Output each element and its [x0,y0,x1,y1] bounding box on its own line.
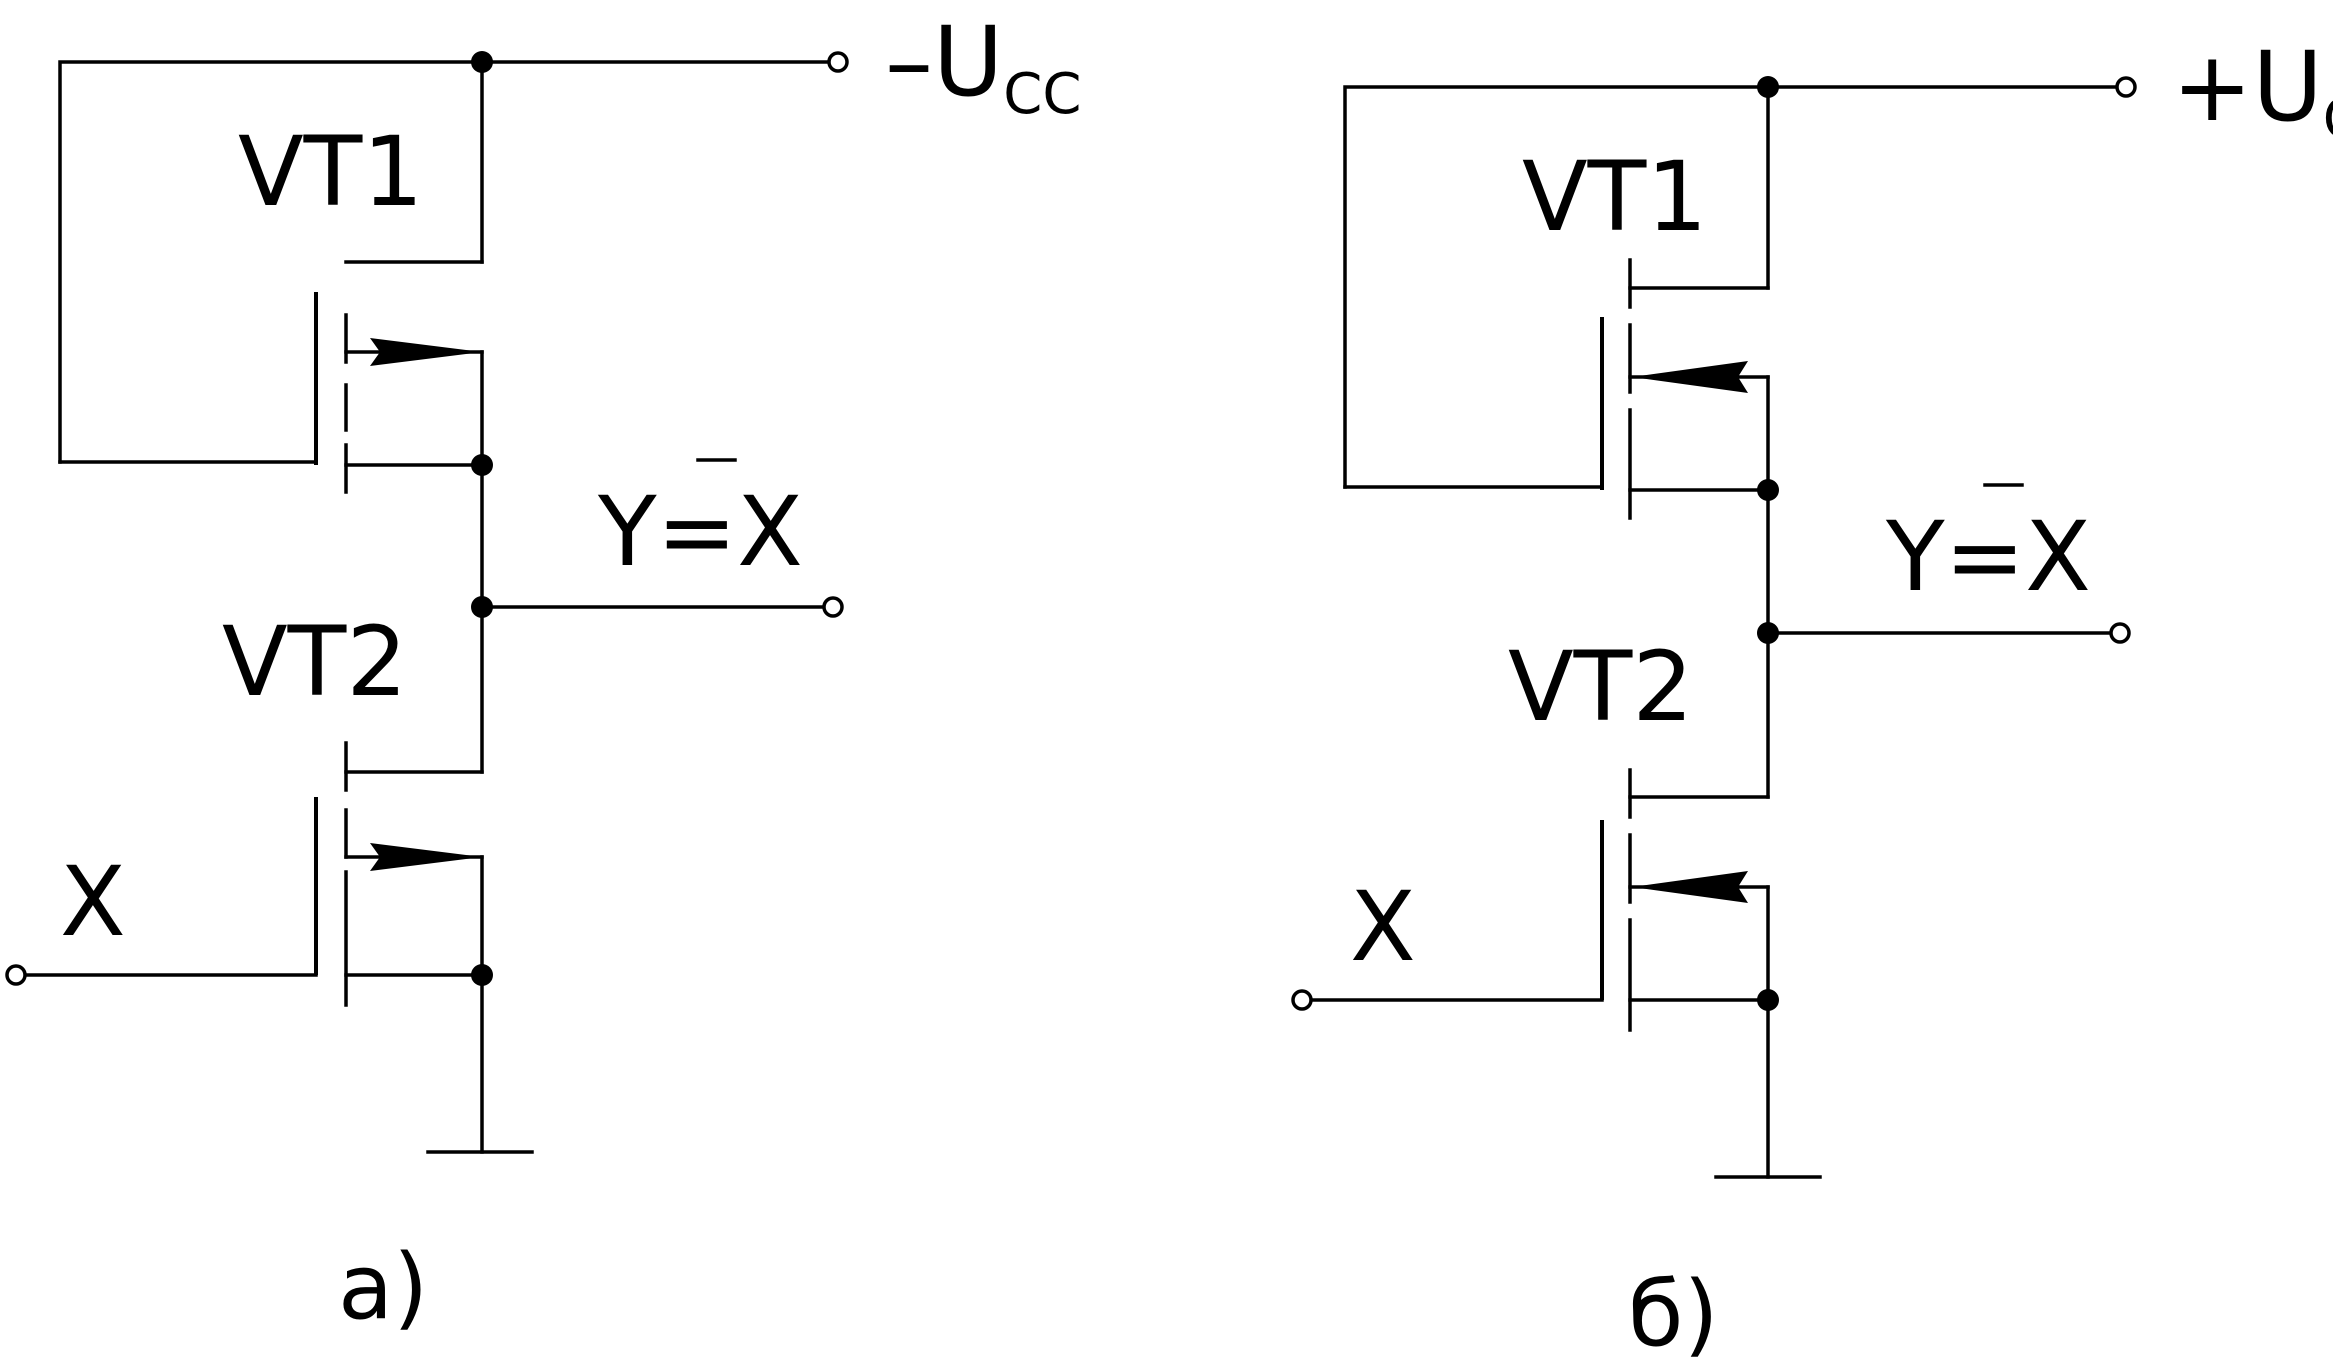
a-caption: a) [338,1235,428,1340]
a-vt2-transistor [314,741,484,1007]
b-vt1-label: VT1 [1522,141,1707,253]
a-output-terminal [822,596,844,618]
b-supply-rail [1343,85,2128,489]
b-input-label: X [1350,871,1416,983]
b-vt1-transistor [1600,258,1770,520]
b-output-terminal [2109,622,2131,644]
a-junction-dot [471,596,493,618]
b-supply-label: +UCC [2172,31,2333,152]
b-junction-dot [1757,76,1779,98]
b-vt2-label: VT2 [1508,631,1693,743]
b-junction-dot [1757,479,1779,501]
a-supply-label: –UCC [885,6,1081,127]
a-supply-terminal [827,51,849,73]
a-junction-dot [471,964,493,986]
b-vt2-transistor [1600,768,1770,1032]
a-input-terminal [5,964,27,986]
b-caption: б) [1628,1262,1719,1367]
b-supply-terminal [2115,76,2137,98]
a-junction-dot [471,51,493,73]
b-junction-dot [1757,622,1779,644]
a-junction-dot [471,454,493,476]
a-output-label: Y=X [597,476,803,588]
b-output-label: Y=X [1885,501,2091,613]
circuit-b: +UCC VT1 VT2 Y=X X б) [1291,31,2333,1367]
a-input-label: X [60,846,126,958]
circuit-a: –UCC VT1 VT2 Y=X X a) [5,6,1081,1340]
b-junction-dot [1757,989,1779,1011]
a-vt1-label: VT1 [238,116,423,228]
a-vt2-label: VT2 [222,606,407,718]
a-vt1-transistor [314,260,484,494]
b-input-terminal [1291,989,1313,1011]
a-supply-rail [58,60,840,464]
